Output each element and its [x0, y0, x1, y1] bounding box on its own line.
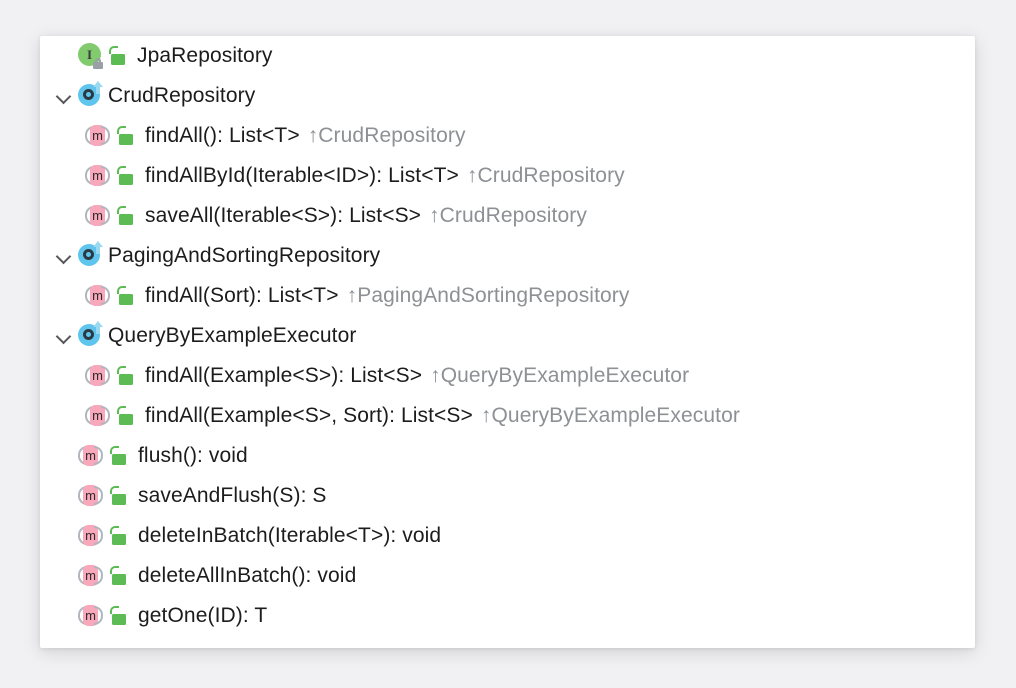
- tree-row[interactable]: m findAll(Example<S>, Sort): List<S> ↑Quer…: [40, 396, 975, 436]
- tree-row[interactable]: m findAllById(Iterable<ID>): List<T> ↑Crud…: [40, 156, 975, 196]
- method-icon: m: [78, 523, 104, 549]
- tree-row-label: findAll(): List<T>: [145, 124, 300, 147]
- tree-row[interactable]: m getOne(ID): T: [40, 596, 975, 636]
- implemented-member-icon: [78, 81, 104, 109]
- tree-row-label: getOne(ID): T: [138, 604, 268, 627]
- tree-row-label: saveAll(Iterable<S>): List<S>: [145, 204, 422, 227]
- method-icon: m: [85, 163, 111, 189]
- tree-row[interactable]: I JpaRepository: [40, 36, 975, 76]
- method-icon: m: [85, 363, 111, 389]
- public-unlocked-icon: [109, 605, 130, 627]
- inherited-from-label: ↑QueryByExampleExecutor: [430, 364, 690, 387]
- tree-row[interactable]: m saveAll(Iterable<S>): List<S> ↑CrudRepos…: [40, 196, 975, 236]
- arrow-up-icon: [92, 81, 104, 94]
- method-icon: m: [78, 563, 104, 589]
- method-icon: m: [78, 603, 104, 629]
- public-unlocked-icon: [116, 365, 137, 387]
- tree-row[interactable]: PagingAndSortingRepository: [40, 236, 975, 276]
- chevron-down-icon[interactable]: [52, 324, 76, 348]
- tree-row-label: QueryByExampleExecutor: [108, 324, 357, 347]
- tree-row[interactable]: m findAll(): List<T> ↑CrudRepository: [40, 116, 975, 156]
- tree-row-label: JpaRepository: [137, 44, 273, 67]
- method-icon: m: [85, 203, 111, 229]
- tree-row[interactable]: m flush(): void: [40, 436, 975, 476]
- tree-row[interactable]: m saveAndFlush(S): S: [40, 476, 975, 516]
- method-icon: m: [85, 123, 111, 149]
- implemented-member-icon: [78, 321, 104, 349]
- chevron-down-icon[interactable]: [52, 244, 76, 268]
- arrow-up-icon: [92, 321, 104, 334]
- public-unlocked-icon: [116, 165, 137, 187]
- public-unlocked-icon: [109, 445, 130, 467]
- tree-row-label: CrudRepository: [108, 84, 256, 107]
- tree-row-label: findAll(Sort): List<T>: [145, 284, 339, 307]
- tree-row-label: flush(): void: [138, 444, 248, 467]
- arrow-up-icon: [92, 241, 104, 254]
- method-icon: m: [78, 483, 104, 509]
- tree-row-label: deleteAllInBatch(): void: [138, 564, 357, 587]
- public-unlocked-icon: [116, 285, 137, 307]
- implemented-member-icon: [78, 241, 104, 269]
- inherited-from-label: ↑CrudRepository: [429, 204, 587, 227]
- public-unlocked-icon: [116, 405, 137, 427]
- tree-row-label: findAll(Example<S>): List<S>: [145, 364, 423, 387]
- method-icon: m: [85, 403, 111, 429]
- tree-row[interactable]: m deleteAllInBatch(): void: [40, 556, 975, 596]
- tree-row-label: findAllById(Iterable<ID>): List<T>: [145, 164, 459, 187]
- tree-row[interactable]: QueryByExampleExecutor: [40, 316, 975, 356]
- public-unlocked-icon: [109, 485, 130, 507]
- method-icon: m: [78, 443, 104, 469]
- public-unlocked-icon: [116, 125, 137, 147]
- public-unlocked-icon: [116, 205, 137, 227]
- public-unlocked-icon: [109, 525, 130, 547]
- inherited-from-label: ↑PagingAndSortingRepository: [346, 284, 630, 307]
- public-unlocked-icon: [109, 565, 130, 587]
- tree-row-label: findAll(Example<S>, Sort): List<S>: [145, 404, 473, 427]
- tree-row-label: saveAndFlush(S): S: [138, 484, 327, 507]
- tree-row-label: deleteInBatch(Iterable<T>): void: [138, 524, 442, 547]
- method-icon: m: [85, 283, 111, 309]
- tree-row[interactable]: m findAll(Sort): List<T> ↑PagingAndSorting…: [40, 276, 975, 316]
- inherited-from-label: ↑QueryByExampleExecutor: [480, 404, 740, 427]
- tree-row[interactable]: CrudRepository: [40, 76, 975, 116]
- inherited-from-label: ↑CrudRepository: [466, 164, 625, 187]
- tree-row[interactable]: m deleteInBatch(Iterable<T>): void: [40, 516, 975, 556]
- chevron-down-icon[interactable]: [52, 84, 76, 108]
- inherited-from-label: ↑CrudRepository: [307, 124, 466, 147]
- interface-icon: I: [78, 43, 104, 69]
- lock-icon: [92, 58, 104, 69]
- tree-row[interactable]: m findAll(Example<S>): List<S> ↑QueryByExa…: [40, 356, 975, 396]
- tree-row-label: PagingAndSortingRepository: [108, 244, 381, 267]
- public-unlocked-icon: [108, 45, 129, 67]
